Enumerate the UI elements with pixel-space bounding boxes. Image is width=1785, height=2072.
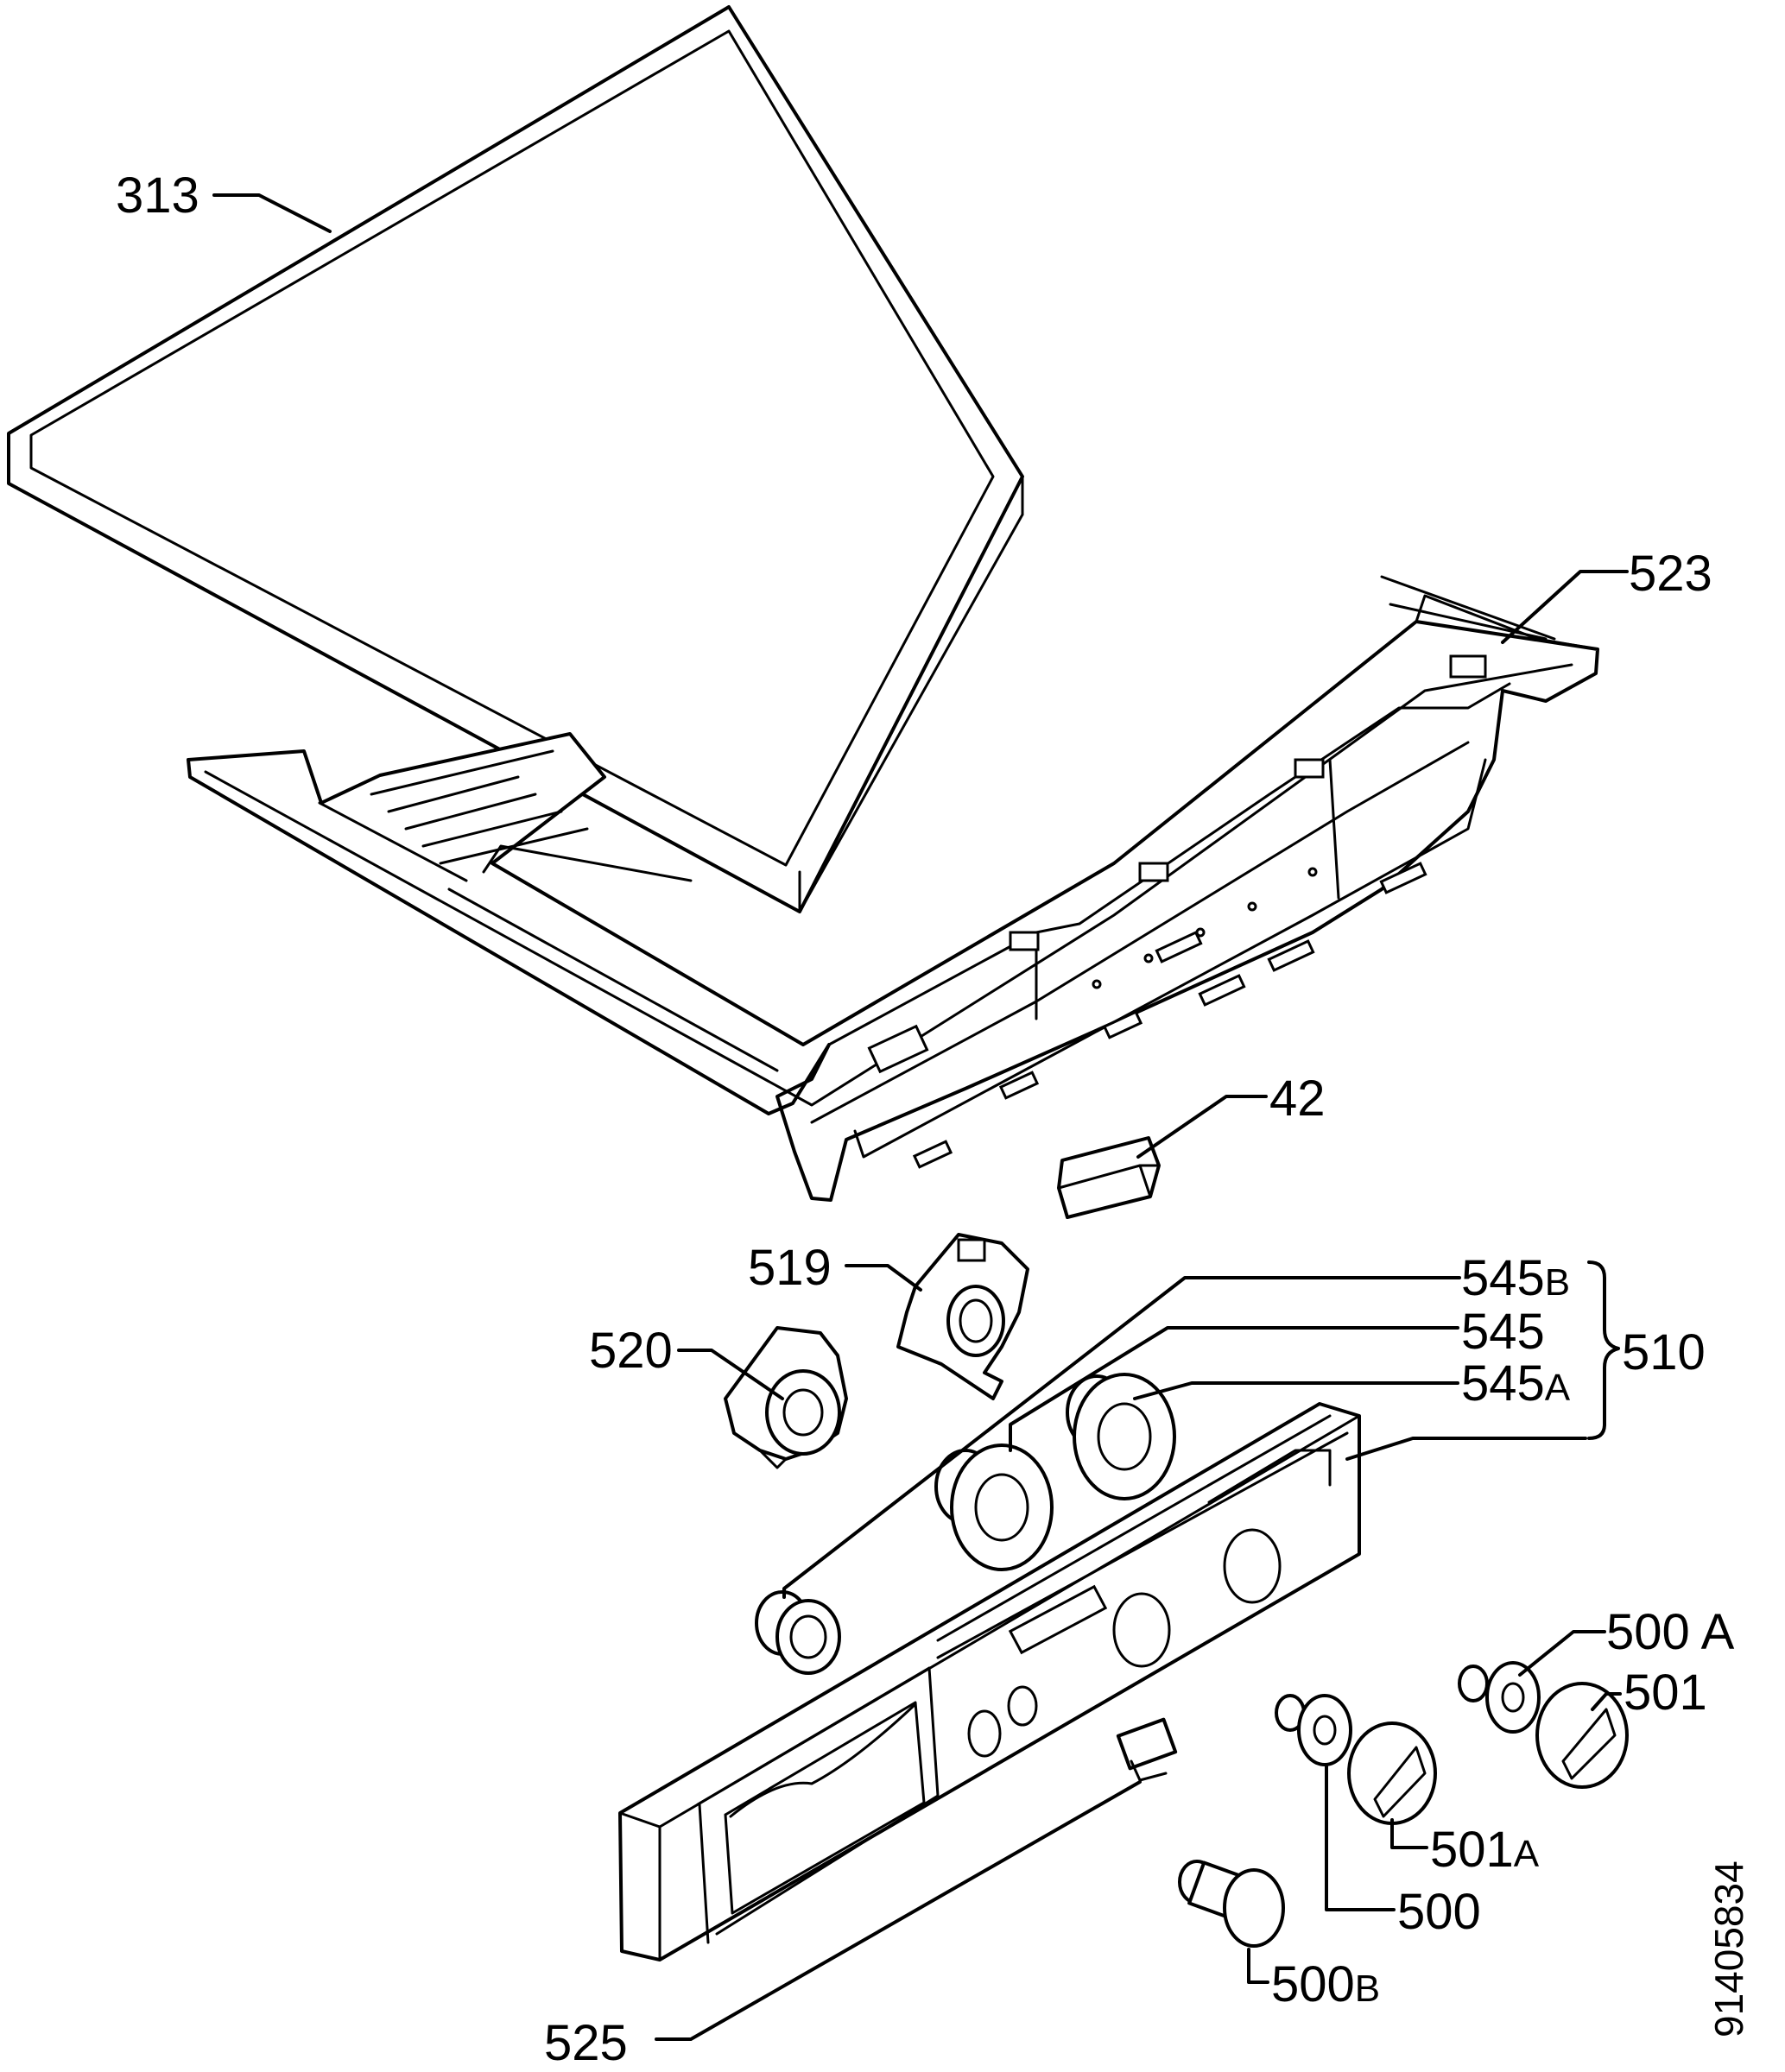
label-545a: 545A xyxy=(1461,1355,1571,1412)
label-313: 313 xyxy=(116,167,199,224)
label-501a: 501A xyxy=(1430,1822,1540,1878)
label-525: 525 xyxy=(544,2015,628,2071)
push-button-500b xyxy=(1178,1860,1285,1948)
label-501: 501 xyxy=(1624,1665,1707,1721)
front-control-panel-525 xyxy=(618,1402,1361,1961)
knob-501a xyxy=(1347,1721,1437,1825)
programme-switch-519 xyxy=(896,1233,1029,1400)
label-42: 42 xyxy=(1269,1071,1326,1127)
block-part-42 xyxy=(1057,1136,1161,1219)
spindle-500 xyxy=(1275,1694,1352,1766)
leader-lines xyxy=(212,193,1629,2041)
label-500a: 500 A xyxy=(1606,1604,1735,1660)
worktop-lid-313 xyxy=(7,5,1024,913)
label-500b: 500B xyxy=(1271,1956,1380,2012)
selector-switch-520 xyxy=(724,1326,848,1469)
part-labels: 313 523 42 519 520 545B 545 545A 510 500… xyxy=(116,167,1735,2071)
label-500: 500 xyxy=(1397,1884,1481,1940)
label-545: 545 xyxy=(1461,1304,1545,1360)
label-510: 510 xyxy=(1622,1324,1706,1380)
knob-bezel-545 xyxy=(934,1443,1054,1571)
button-cap-545b xyxy=(755,1590,841,1675)
spindle-500a xyxy=(1458,1661,1541,1734)
knob-bezel-545a xyxy=(1066,1373,1176,1500)
knob-501 xyxy=(1535,1682,1629,1789)
label-520: 520 xyxy=(589,1323,673,1379)
control-panel-frame-523 xyxy=(187,575,1599,1202)
document-number: 91405834 xyxy=(1706,1860,1751,2037)
connector-part xyxy=(1116,1717,1178,1782)
label-523: 523 xyxy=(1629,546,1712,602)
label-519: 519 xyxy=(748,1240,832,1296)
label-545b: 545B xyxy=(1461,1250,1570,1306)
